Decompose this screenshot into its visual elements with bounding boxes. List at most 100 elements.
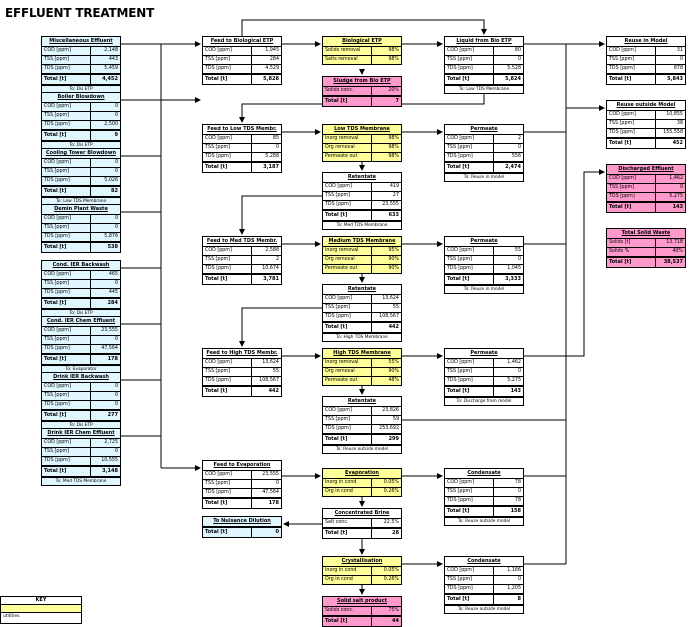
block-row: TDS [ppm]5,876 bbox=[42, 233, 120, 242]
total-value: 284 bbox=[107, 300, 118, 306]
row-label: TDS [ppm] bbox=[607, 193, 657, 201]
row-label: TSS [ppm] bbox=[445, 488, 495, 496]
total-label: Total [t] bbox=[203, 387, 253, 396]
block-row: COD [ppm]0 bbox=[42, 215, 120, 224]
row-label: TSS [ppm] bbox=[42, 448, 92, 456]
row-value: 4,529 bbox=[265, 66, 279, 71]
total-label: Total [t] bbox=[323, 211, 373, 220]
total-value: 277 bbox=[107, 412, 118, 418]
row-label: Inorg in cond bbox=[323, 479, 373, 487]
total-label: Total [t] bbox=[42, 467, 92, 476]
block-total-row: Total [t]2,474 bbox=[445, 162, 523, 173]
row-label: TSS [ppm] bbox=[42, 224, 92, 232]
block-title: Cooling Tower Blowdown bbox=[42, 149, 120, 159]
row-value: 1,166 bbox=[507, 568, 521, 573]
row-value: 2,725 bbox=[104, 440, 118, 445]
row-value: 10,855 bbox=[666, 112, 683, 117]
total-value: 442 bbox=[388, 324, 399, 330]
block-row: TDS [ppm]556 bbox=[445, 153, 523, 162]
block-total-row: Total [t]178 bbox=[42, 354, 120, 365]
block-title: Reuse outside Model bbox=[607, 101, 685, 111]
block-row: TDS [ppm]5,275 bbox=[445, 377, 523, 386]
destination-note: To: High TDS Membrane bbox=[323, 333, 401, 341]
block-title: Drink IER Backwash bbox=[42, 373, 120, 383]
row-value: 59 bbox=[392, 417, 399, 422]
row-value: 108,567 bbox=[379, 314, 399, 319]
block-row: TSS [ppm]0 bbox=[42, 224, 120, 233]
block-title: Permeate bbox=[445, 349, 523, 359]
block-title: Condensate bbox=[445, 557, 523, 567]
block-row: TSS [ppm]0 bbox=[607, 56, 685, 65]
row-label: Org removal bbox=[323, 144, 373, 152]
destination-note: To: Low TDS Membrane bbox=[42, 197, 120, 205]
total-label: Total [t] bbox=[445, 507, 495, 516]
block-total-row: Total [t]284 bbox=[42, 298, 120, 309]
row-value: 55 bbox=[514, 248, 521, 253]
row-value: 253,692 bbox=[379, 426, 399, 431]
block-row: TDS [ppm]5,459 bbox=[42, 65, 120, 74]
block-title: Solid salt product bbox=[323, 597, 401, 607]
row-value: 55 bbox=[272, 369, 279, 374]
block-row: COD [ppm]23,826 bbox=[323, 407, 401, 416]
row-label: TDS [ppm] bbox=[42, 233, 92, 241]
row-value: 0 bbox=[679, 185, 683, 190]
destination-note: To: Dis ETP bbox=[42, 421, 120, 429]
block-title: Reuse in Model bbox=[607, 37, 685, 47]
row-label: COD [ppm] bbox=[445, 479, 495, 487]
block-total-row: Total [t]452 bbox=[607, 138, 685, 148]
block-row: TSS [ppm]0 bbox=[445, 368, 523, 377]
row-label: COD [ppm] bbox=[203, 471, 253, 479]
row-label: TDS [ppm] bbox=[42, 121, 92, 129]
block-total-row: Total [t]44 bbox=[323, 616, 401, 626]
block-row: TDS [ppm]108,567 bbox=[323, 313, 401, 322]
row-label: COD [ppm] bbox=[445, 567, 495, 575]
row-label: TSS [ppm] bbox=[203, 256, 253, 264]
row-label: COD [ppm] bbox=[445, 247, 495, 255]
total-label: Total [t] bbox=[445, 275, 495, 284]
row-label: Permeate out bbox=[323, 265, 373, 273]
row-value: 78 bbox=[514, 480, 521, 485]
block-title: Medium TDS Membrane bbox=[323, 237, 401, 247]
row-label: Permeate out bbox=[323, 377, 373, 385]
row-label: COD [ppm] bbox=[445, 359, 495, 367]
total-value: 5,843 bbox=[667, 76, 683, 82]
row-value: 419 bbox=[389, 184, 399, 189]
row-label: COD [ppm] bbox=[607, 111, 657, 119]
row-value: 23,555 bbox=[262, 472, 279, 477]
row-label: COD [ppm] bbox=[203, 47, 253, 55]
row-label: TDS [ppm] bbox=[323, 201, 373, 209]
row-value: 0 bbox=[114, 281, 118, 286]
block-row: TDS [ppm]445 bbox=[42, 289, 120, 298]
row-value: 0 bbox=[275, 481, 279, 486]
block-title: Miscellaneous Effluent bbox=[42, 37, 120, 47]
block-row: COD [ppm]85 bbox=[203, 135, 281, 144]
row-label: COD [ppm] bbox=[42, 215, 92, 223]
destination-note: To: Reuse outside model bbox=[445, 605, 523, 613]
block-row: TDS [ppm]2,500 bbox=[42, 121, 120, 130]
row-value: 10,555 bbox=[101, 458, 118, 463]
total-value: 2,474 bbox=[505, 164, 521, 170]
row-value: 108,567 bbox=[259, 378, 279, 383]
row-value: 85 bbox=[272, 136, 279, 141]
row-value: 878 bbox=[673, 66, 683, 71]
row-value: 5,275 bbox=[507, 378, 521, 383]
block-total-row: Total [t]9 bbox=[42, 130, 120, 141]
block-total-row: Total [t]5,828 bbox=[203, 74, 281, 84]
row-value: 95% bbox=[372, 247, 401, 255]
total-value: 5,824 bbox=[505, 76, 521, 82]
row-value: 98% bbox=[372, 153, 401, 161]
row-label: TDS [ppm] bbox=[607, 129, 657, 137]
